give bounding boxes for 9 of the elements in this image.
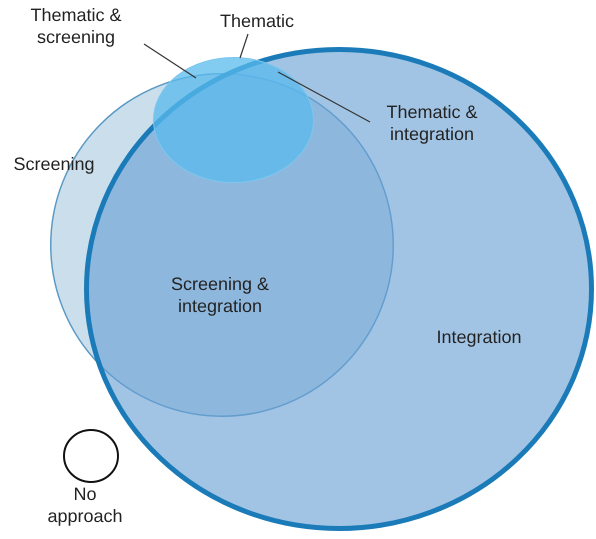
leader-line [239,34,249,58]
leader-line [144,44,196,78]
region-label: Thematic & screening [8,4,144,50]
circle-label: Integration [435,326,523,348]
region-label: Screening & integration [170,273,270,317]
region-label: Thematic [212,10,302,34]
region-label: Thematic & integration [372,101,492,147]
leader-line [278,71,370,123]
circle-label: No approach [46,483,124,527]
